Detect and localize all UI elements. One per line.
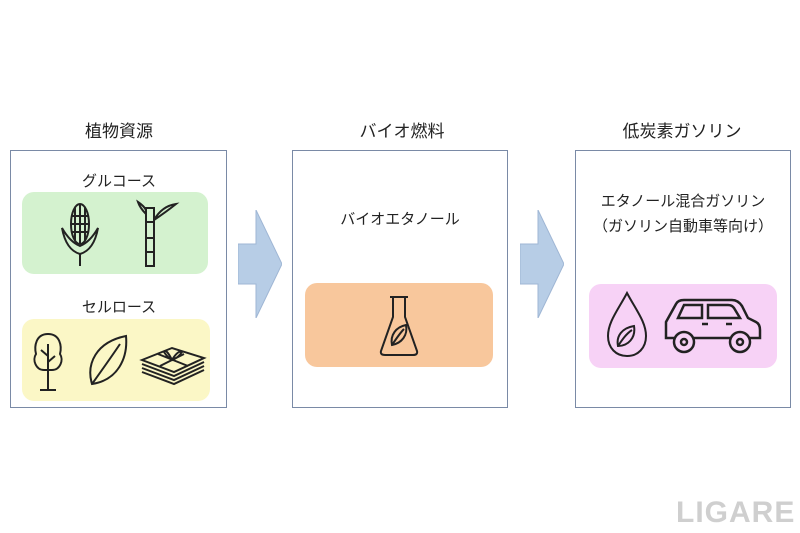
column-title-biofuel: バイオ燃料 [359, 122, 445, 142]
leaf-icon [86, 334, 130, 388]
group-label-cellulose: セルロース [81, 298, 157, 316]
car-icon [662, 296, 762, 356]
gasoline-label-line2: （ガソリン自動車等向け） [592, 217, 773, 235]
biofuel-label: バイオエタノール [340, 210, 460, 228]
right-arrow-2 [520, 210, 564, 318]
fuel-drop-icon [604, 290, 650, 360]
tree-icon [30, 330, 66, 392]
panel-low-carbon-gasoline [575, 150, 791, 408]
glucose-box [22, 192, 208, 274]
sugarcane-icon [136, 198, 180, 270]
column-title-plant-resources: 植物資源 [85, 122, 153, 142]
cellulose-box [22, 319, 210, 401]
gasoline-label-line1: エタノール混合ガソリン [600, 192, 766, 210]
right-arrow-1 [238, 210, 282, 318]
panel-biofuel [292, 150, 508, 408]
flask-icon [378, 293, 420, 359]
group-label-glucose: グルコース [82, 172, 156, 190]
column-title-low-carbon-gasoline: 低炭素ガソリン [622, 122, 742, 142]
paper-stack-icon [138, 336, 208, 386]
corn-icon [58, 198, 102, 270]
watermark-logo: LIGARE [676, 496, 796, 529]
